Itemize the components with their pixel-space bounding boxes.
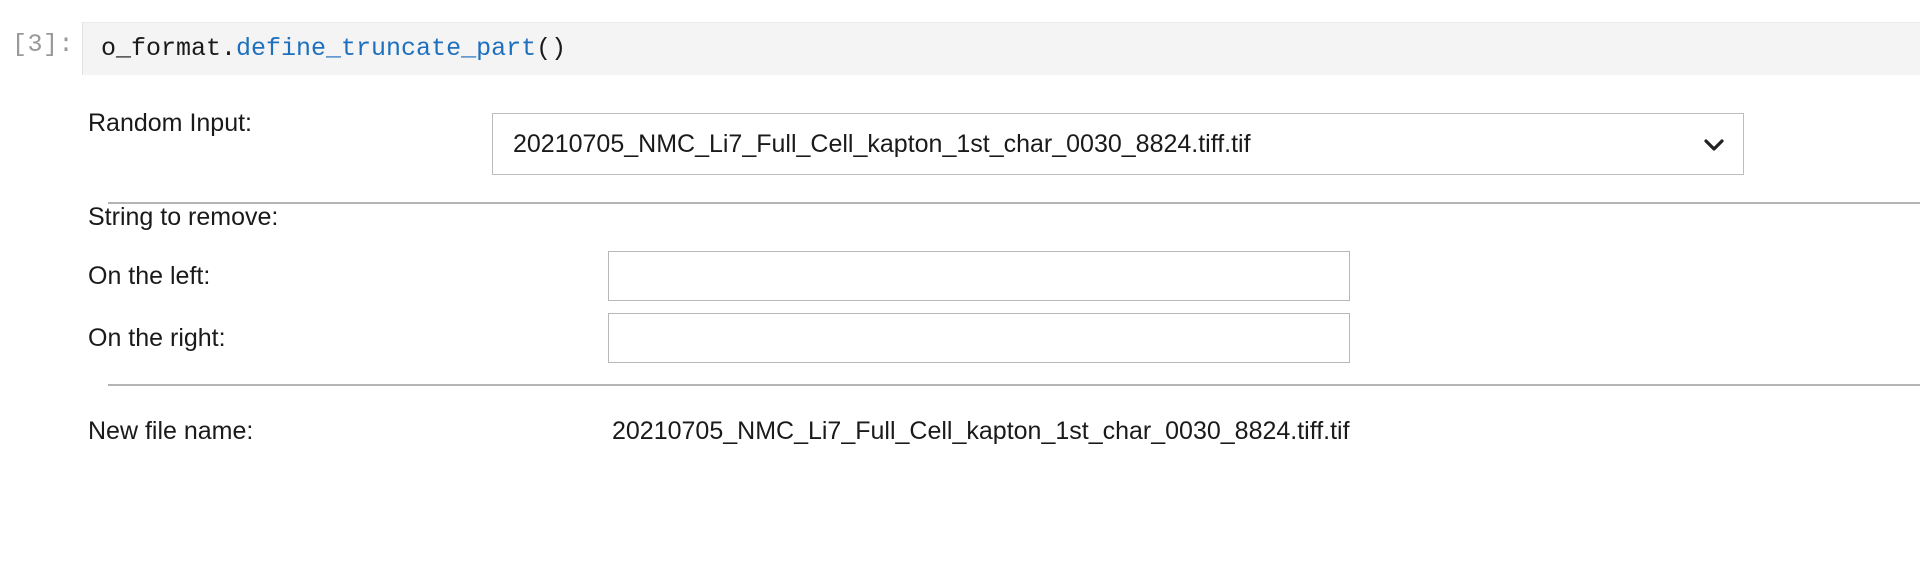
on-the-left-input-value: [621, 252, 1337, 300]
on-the-right-input[interactable]: [608, 313, 1350, 363]
random-input-selected-value: 20210705_NMC_Li7_Full_Cell_kapton_1st_ch…: [513, 130, 1251, 158]
widget-output-area: Random Input: 20210705_NMC_Li7_Full_Cell…: [0, 96, 1920, 574]
code-token-parens: (): [536, 34, 567, 63]
chevron-down-icon[interactable]: [1701, 132, 1727, 158]
new-file-name-value: 20210705_NMC_Li7_Full_Cell_kapton_1st_ch…: [612, 417, 1350, 445]
notebook-cell: [3]: o_format.define_truncate_part(): [0, 0, 1920, 96]
new-file-name-row: New file name: 20210705_NMC_Li7_Full_Cel…: [0, 416, 1920, 445]
string-to-remove-label: String to remove:: [88, 203, 279, 231]
new-file-name-label: New file name:: [88, 417, 254, 445]
random-input-row: Random Input: 20210705_NMC_Li7_Full_Cell…: [0, 96, 1920, 175]
on-the-right-row: On the right:: [0, 308, 1920, 363]
cell-execution-prompt: [3]:: [11, 30, 74, 59]
code-token-function: define_truncate_part: [236, 34, 537, 63]
divider-top: [108, 202, 1920, 204]
code-editor[interactable]: o_format.define_truncate_part(): [82, 22, 1920, 75]
random-input-label: Random Input:: [88, 109, 252, 137]
code-token-object: o_format.: [101, 34, 237, 63]
code-line: o_format.define_truncate_part(): [101, 33, 566, 65]
on-the-left-label: On the left:: [88, 262, 211, 290]
on-the-right-label: On the right:: [88, 324, 226, 352]
divider-bottom: [108, 384, 1920, 386]
on-the-right-input-value: [621, 314, 1337, 362]
random-input-dropdown[interactable]: 20210705_NMC_Li7_Full_Cell_kapton_1st_ch…: [492, 113, 1744, 175]
on-the-left-row: On the left:: [0, 246, 1920, 301]
on-the-left-input[interactable]: [608, 251, 1350, 301]
